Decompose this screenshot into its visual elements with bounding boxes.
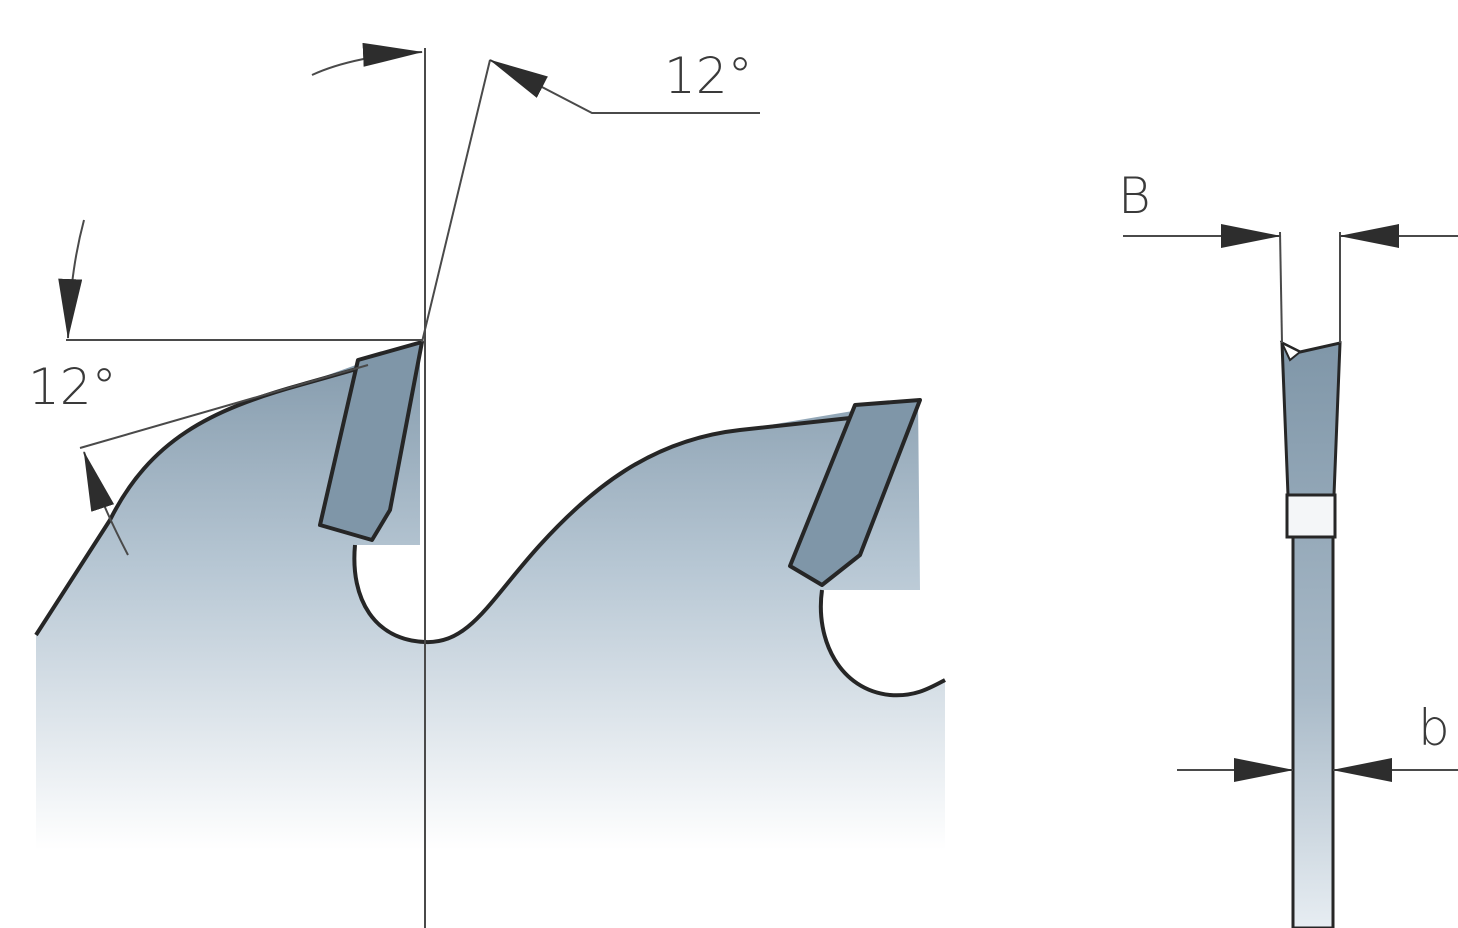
side-tip-top-bevel xyxy=(1279,340,1302,362)
clearance-angle-line xyxy=(79,364,369,449)
hook-angle-leader xyxy=(489,59,760,114)
hook-angle-line xyxy=(421,59,491,343)
hook-angle-label: 12° xyxy=(664,47,753,105)
kerf-width-label: B xyxy=(1118,167,1151,225)
side-tooth-tip xyxy=(1280,340,1342,497)
clearance-arc-top xyxy=(58,219,85,339)
hook-angle-arc xyxy=(311,42,423,76)
body-thickness-label: b xyxy=(1418,699,1450,757)
blade-body xyxy=(36,342,945,928)
blade-side-view xyxy=(1279,340,1342,928)
kerf-extension-left xyxy=(1279,231,1283,344)
carbide-tip-1 xyxy=(318,340,424,542)
blade-front-view xyxy=(34,340,946,928)
side-braze-joint xyxy=(1285,493,1337,539)
clearance-angle-label: 12° xyxy=(28,358,117,416)
carbide-tip-2 xyxy=(788,398,922,587)
clearance-arc-bottom xyxy=(83,451,129,556)
side-blade-body xyxy=(1291,535,1335,928)
